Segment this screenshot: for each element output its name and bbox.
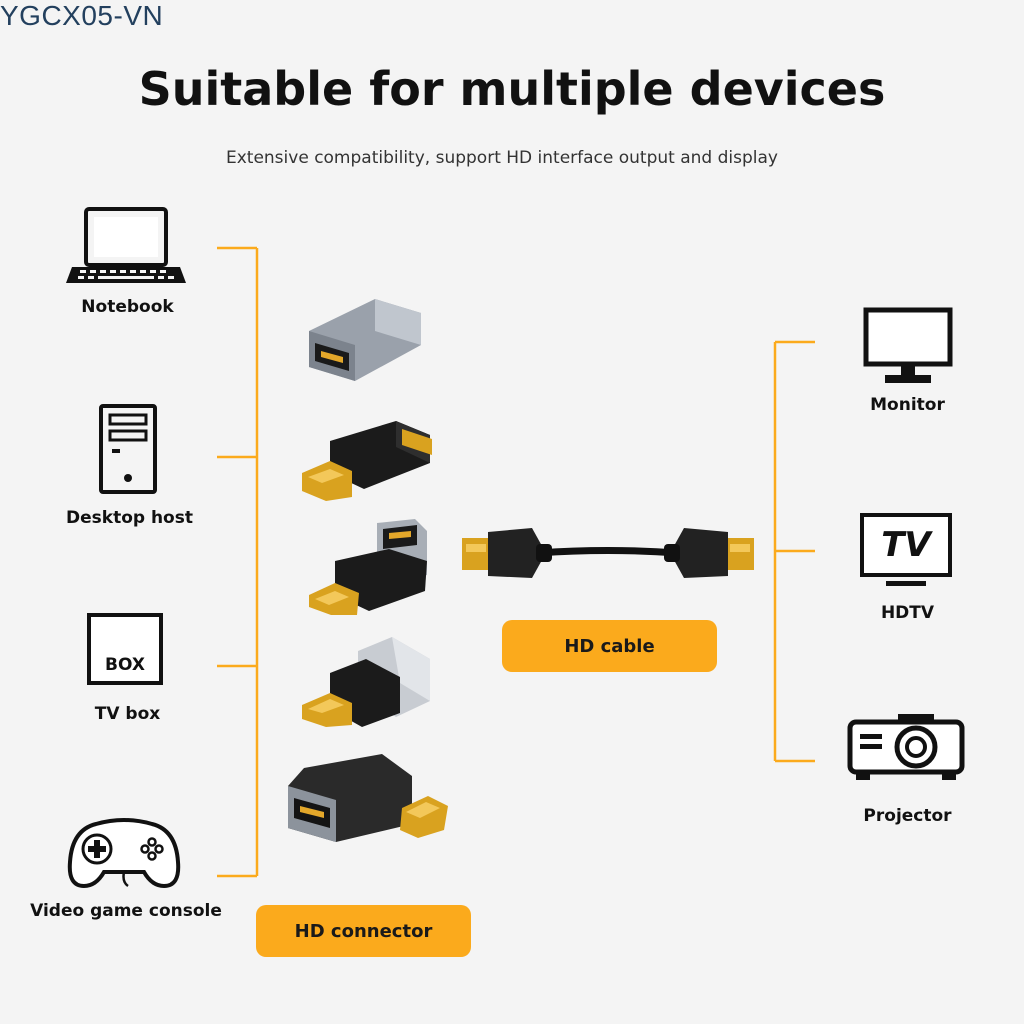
monitor-icon: [863, 307, 953, 383]
source-label-tv-box: TV box: [94, 704, 161, 724]
page-subtitle: Extensive compatibility, support HD inte…: [225, 148, 778, 168]
page-title: Suitable for multiple devices: [138, 62, 886, 116]
adapter-90-degree-up-icon: [309, 519, 427, 615]
source-label-desktop-host: Desktop host: [66, 508, 193, 528]
tv-icon-text: TV: [881, 525, 931, 565]
source-label-video-game-console: Video game console: [30, 901, 222, 921]
projector-icon: [847, 714, 965, 780]
hd-connector-label: HD connector: [256, 905, 471, 957]
display-label-projector: Projector: [863, 806, 952, 826]
source-label-notebook: Notebook: [81, 297, 174, 317]
hd-cable-label: HD cable: [502, 620, 717, 672]
tv-stand: [886, 581, 926, 586]
gamepad-icon: [67, 818, 181, 889]
display-label-monitor: Monitor: [870, 395, 945, 415]
laptop-icon: [66, 207, 186, 283]
tv-box-icon-text: BOX: [105, 655, 145, 675]
desktop-tower-icon: [99, 404, 157, 494]
tv-box-icon: BOX: [87, 613, 163, 685]
adapter-straight-female-icon: [309, 299, 421, 381]
adapter-angled-icon: [302, 637, 430, 727]
adapter-90-degree-side-icon: [288, 754, 448, 842]
display-label-hdtv: HDTV: [880, 603, 935, 623]
watermark: YGCX05-VN: [0, 0, 164, 31]
tv-icon: TV: [860, 513, 952, 577]
adapter-male-female-icon: [302, 421, 432, 501]
hd-cable-icon: [462, 528, 754, 578]
